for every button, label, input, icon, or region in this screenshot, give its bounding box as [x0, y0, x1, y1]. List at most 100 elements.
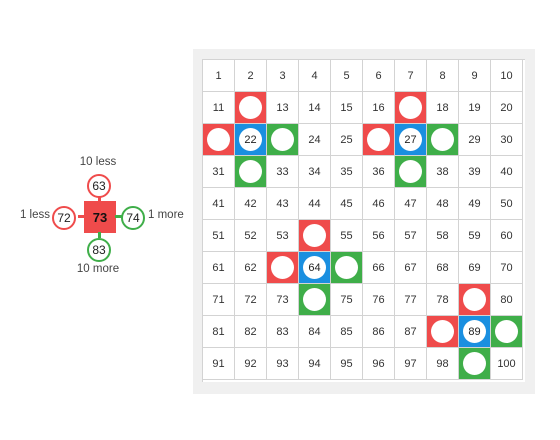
cell-marker: 27: [399, 128, 422, 151]
grid-cell-72: 72: [235, 284, 267, 316]
cell-marker: [431, 320, 454, 343]
grid-cell-47: 47: [395, 188, 427, 220]
grid-cell-9: 9: [459, 60, 491, 92]
one-less-value: 72: [57, 211, 71, 225]
grid-cell-78: 78: [427, 284, 459, 316]
connector-down: [98, 232, 101, 238]
grid-cell-54: [299, 220, 331, 252]
grid-cell-18: 18: [427, 92, 459, 124]
grid-cell-91: 91: [203, 348, 235, 380]
grid-cell-62: 62: [235, 252, 267, 284]
cell-marker: 22: [239, 128, 262, 151]
grid-cell-12: [235, 92, 267, 124]
grid-cell-26: [363, 124, 395, 156]
grid-cell-42: 42: [235, 188, 267, 220]
cell-marker: [271, 128, 294, 151]
grid-cell-4: 4: [299, 60, 331, 92]
cell-marker: 89: [463, 320, 486, 343]
grid-cell-36: 36: [363, 156, 395, 188]
grid-cell-5: 5: [331, 60, 363, 92]
cell-marker: [303, 224, 326, 247]
grid-cell-84: 84: [299, 316, 331, 348]
grid-cell-88: [427, 316, 459, 348]
cell-marker: [239, 96, 262, 119]
ten-less-circle: 63: [87, 174, 111, 198]
grid-cell-73: 73: [267, 284, 299, 316]
grid-cell-1: 1: [203, 60, 235, 92]
grid-cell-65: [331, 252, 363, 284]
cell-marker: [207, 128, 230, 151]
grid-cell-60: 60: [491, 220, 523, 252]
grid-cell-11: 11: [203, 92, 235, 124]
grid-cell-38: 38: [427, 156, 459, 188]
connector-up: [98, 197, 101, 202]
grid-cell-34: 34: [299, 156, 331, 188]
cell-marker: [463, 352, 486, 375]
grid-cell-75: 75: [331, 284, 363, 316]
grid-cell-98: 98: [427, 348, 459, 380]
cell-marker: [399, 160, 422, 183]
grid-cell-64: 64: [299, 252, 331, 284]
ten-more-value: 83: [92, 243, 106, 257]
grid-cell-39: 39: [459, 156, 491, 188]
one-less-circle: 72: [52, 206, 76, 230]
grid-cell-95: 95: [331, 348, 363, 380]
cell-marker: [463, 288, 486, 311]
grid-cell-66: 66: [363, 252, 395, 284]
grid-cell-93: 93: [267, 348, 299, 380]
cell-marker: 64: [303, 256, 326, 279]
neighbour-explainer: 10 less 63 1 less 72 73 74 1 more 83 10 …: [0, 0, 200, 440]
grid-cell-35: 35: [331, 156, 363, 188]
grid-cell-89: 89: [459, 316, 491, 348]
grid-cell-61: 61: [203, 252, 235, 284]
grid-cell-7: 7: [395, 60, 427, 92]
grid-cell-28: [427, 124, 459, 156]
grid-cell-49: 49: [459, 188, 491, 220]
grid-cell-53: 53: [267, 220, 299, 252]
grid-cell-51: 51: [203, 220, 235, 252]
grid-cell-94: 94: [299, 348, 331, 380]
grid-cell-23: [267, 124, 299, 156]
grid-cell-41: 41: [203, 188, 235, 220]
cell-marker: [399, 96, 422, 119]
grid-cell-50: 50: [491, 188, 523, 220]
grid-cell-29: 29: [459, 124, 491, 156]
grid-cell-13: 13: [267, 92, 299, 124]
grid-cell-16: 16: [363, 92, 395, 124]
grid-cell-86: 86: [363, 316, 395, 348]
grid-cell-43: 43: [267, 188, 299, 220]
one-less-label: 1 less: [19, 209, 50, 221]
grid-cell-33: 33: [267, 156, 299, 188]
grid-cell-67: 67: [395, 252, 427, 284]
grid-cell-30: 30: [491, 124, 523, 156]
grid-cell-24: 24: [299, 124, 331, 156]
one-more-value: 74: [126, 211, 140, 225]
grid-cell-37: [395, 156, 427, 188]
grid-cell-19: 19: [459, 92, 491, 124]
cell-marker: [431, 128, 454, 151]
one-more-circle: 74: [121, 206, 145, 230]
one-more-label: 1 more: [148, 209, 184, 221]
grid-cell-46: 46: [363, 188, 395, 220]
grid-cell-31: 31: [203, 156, 235, 188]
cell-marker: [367, 128, 390, 151]
grid-cell-76: 76: [363, 284, 395, 316]
grid-cell-6: 6: [363, 60, 395, 92]
grid-cell-44: 44: [299, 188, 331, 220]
grid-cell-22: 22: [235, 124, 267, 156]
ten-less-value: 63: [92, 179, 106, 193]
grid-cell-100: 100: [491, 348, 523, 380]
grid-cell-99: [459, 348, 491, 380]
cell-marker: [495, 320, 518, 343]
grid-cell-97: 97: [395, 348, 427, 380]
grid-cell-68: 68: [427, 252, 459, 284]
ten-more-label: 10 more: [76, 263, 120, 275]
grid-cell-55: 55: [331, 220, 363, 252]
connector-left: [78, 215, 85, 218]
grid-cell-8: 8: [427, 60, 459, 92]
grid-cell-69: 69: [459, 252, 491, 284]
grid-cell-40: 40: [491, 156, 523, 188]
grid-cell-2: 2: [235, 60, 267, 92]
grid-cell-92: 92: [235, 348, 267, 380]
